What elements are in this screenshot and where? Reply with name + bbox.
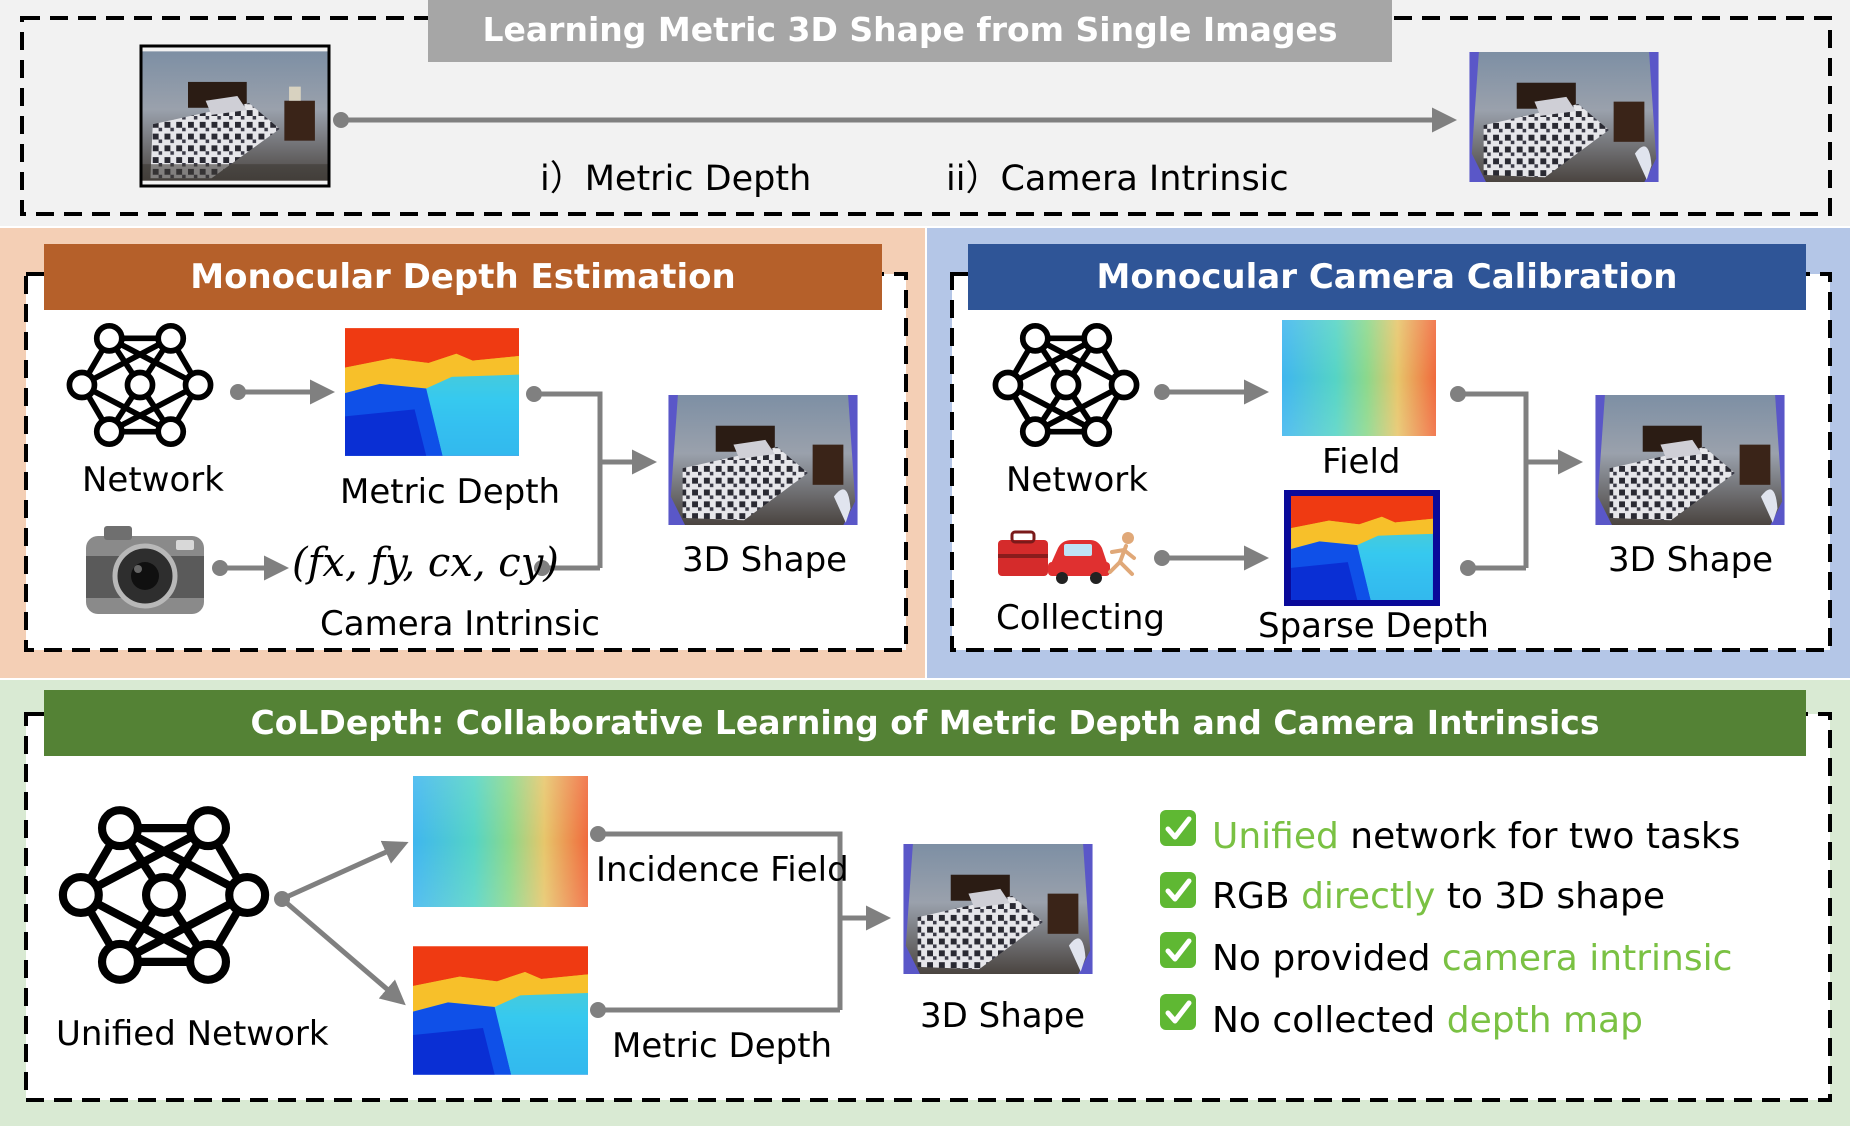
benefit-no-intrinsic: No provided camera intrinsic	[1212, 938, 1732, 979]
camera-icon	[86, 526, 204, 614]
mde-header-bar	[44, 244, 882, 310]
mde-metric-depth-map	[345, 328, 519, 456]
coldepth-3d-shape-image	[903, 844, 1093, 974]
benefit-text: network for two tasks	[1338, 816, 1741, 857]
checkmark-icon	[1160, 994, 1196, 1030]
coldepth-metric-depth-map	[413, 946, 588, 1075]
benefit-highlight: directly	[1301, 876, 1436, 917]
benefit-highlight: depth map	[1446, 1000, 1643, 1041]
mcc-network-label: Network	[1006, 460, 1148, 500]
page-title: Learning Metric 3D Shape from Single Ima…	[482, 10, 1338, 49]
intrinsics-formula: (fx, fy, cx, cy)	[292, 540, 559, 586]
benefit-direct: RGB directly to 3D shape	[1212, 876, 1665, 917]
toolbox-icon	[998, 530, 1048, 576]
benefit-highlight: Unified	[1212, 816, 1339, 857]
incidence-field-label: Incidence Field	[596, 850, 849, 890]
step-camera-intrinsic: ii）Camera Intrinsic	[946, 159, 1289, 199]
mcc-sparse-depth-map	[1291, 496, 1433, 600]
coldepth-header: CoLDepth: Collaborative Learning of Metr…	[250, 703, 1600, 742]
coldepth-metric-depth-label: Metric Depth	[612, 1026, 833, 1066]
collecting-label: Collecting	[996, 598, 1165, 638]
benefit-text: No collected	[1212, 1000, 1447, 1041]
coldepth-3d-shape-label: 3D Shape	[920, 996, 1086, 1036]
camera-intrinsic-label: Camera Intrinsic	[320, 604, 600, 644]
coldepth-header-bar	[44, 690, 1806, 756]
mcc-3d-shape-image	[1595, 395, 1785, 525]
mcc-header: Monocular Camera Calibration	[1096, 257, 1678, 297]
mde-3d-shape-label: 3D Shape	[682, 540, 848, 580]
input-rgb-image	[141, 51, 329, 181]
car-icon	[1048, 540, 1110, 584]
runner-icon	[1108, 532, 1136, 576]
mde-metric-depth-label: Metric Depth	[340, 472, 561, 512]
unified-network-label: Unified Network	[56, 1014, 329, 1054]
checkmark-icon	[1160, 932, 1196, 968]
top-3d-shape-image	[1469, 52, 1659, 182]
benefit-unified: Unified network for two tasks	[1212, 816, 1740, 857]
field-label: Field	[1322, 442, 1401, 482]
mcc-3d-shape-label: 3D Shape	[1608, 540, 1774, 580]
sparse-depth-label: Sparse Depth	[1258, 606, 1489, 646]
benefit-no-depth: No collected depth map	[1212, 1000, 1643, 1041]
benefit-text: to 3D shape	[1435, 876, 1666, 917]
benefit-text: RGB	[1212, 876, 1302, 917]
mcc-header-bar	[968, 244, 1806, 310]
mde-3d-shape-image	[668, 395, 858, 525]
checkmark-icon	[1160, 810, 1196, 846]
title-bar	[428, 0, 1392, 62]
benefit-text: No provided	[1212, 938, 1442, 979]
mde-header: Monocular Depth Estimation	[190, 257, 736, 297]
benefit-highlight: camera intrinsic	[1441, 938, 1733, 979]
checkmark-icon	[1160, 872, 1196, 908]
step-metric-depth: i）Metric Depth	[540, 159, 812, 199]
mde-network-label: Network	[82, 460, 224, 500]
